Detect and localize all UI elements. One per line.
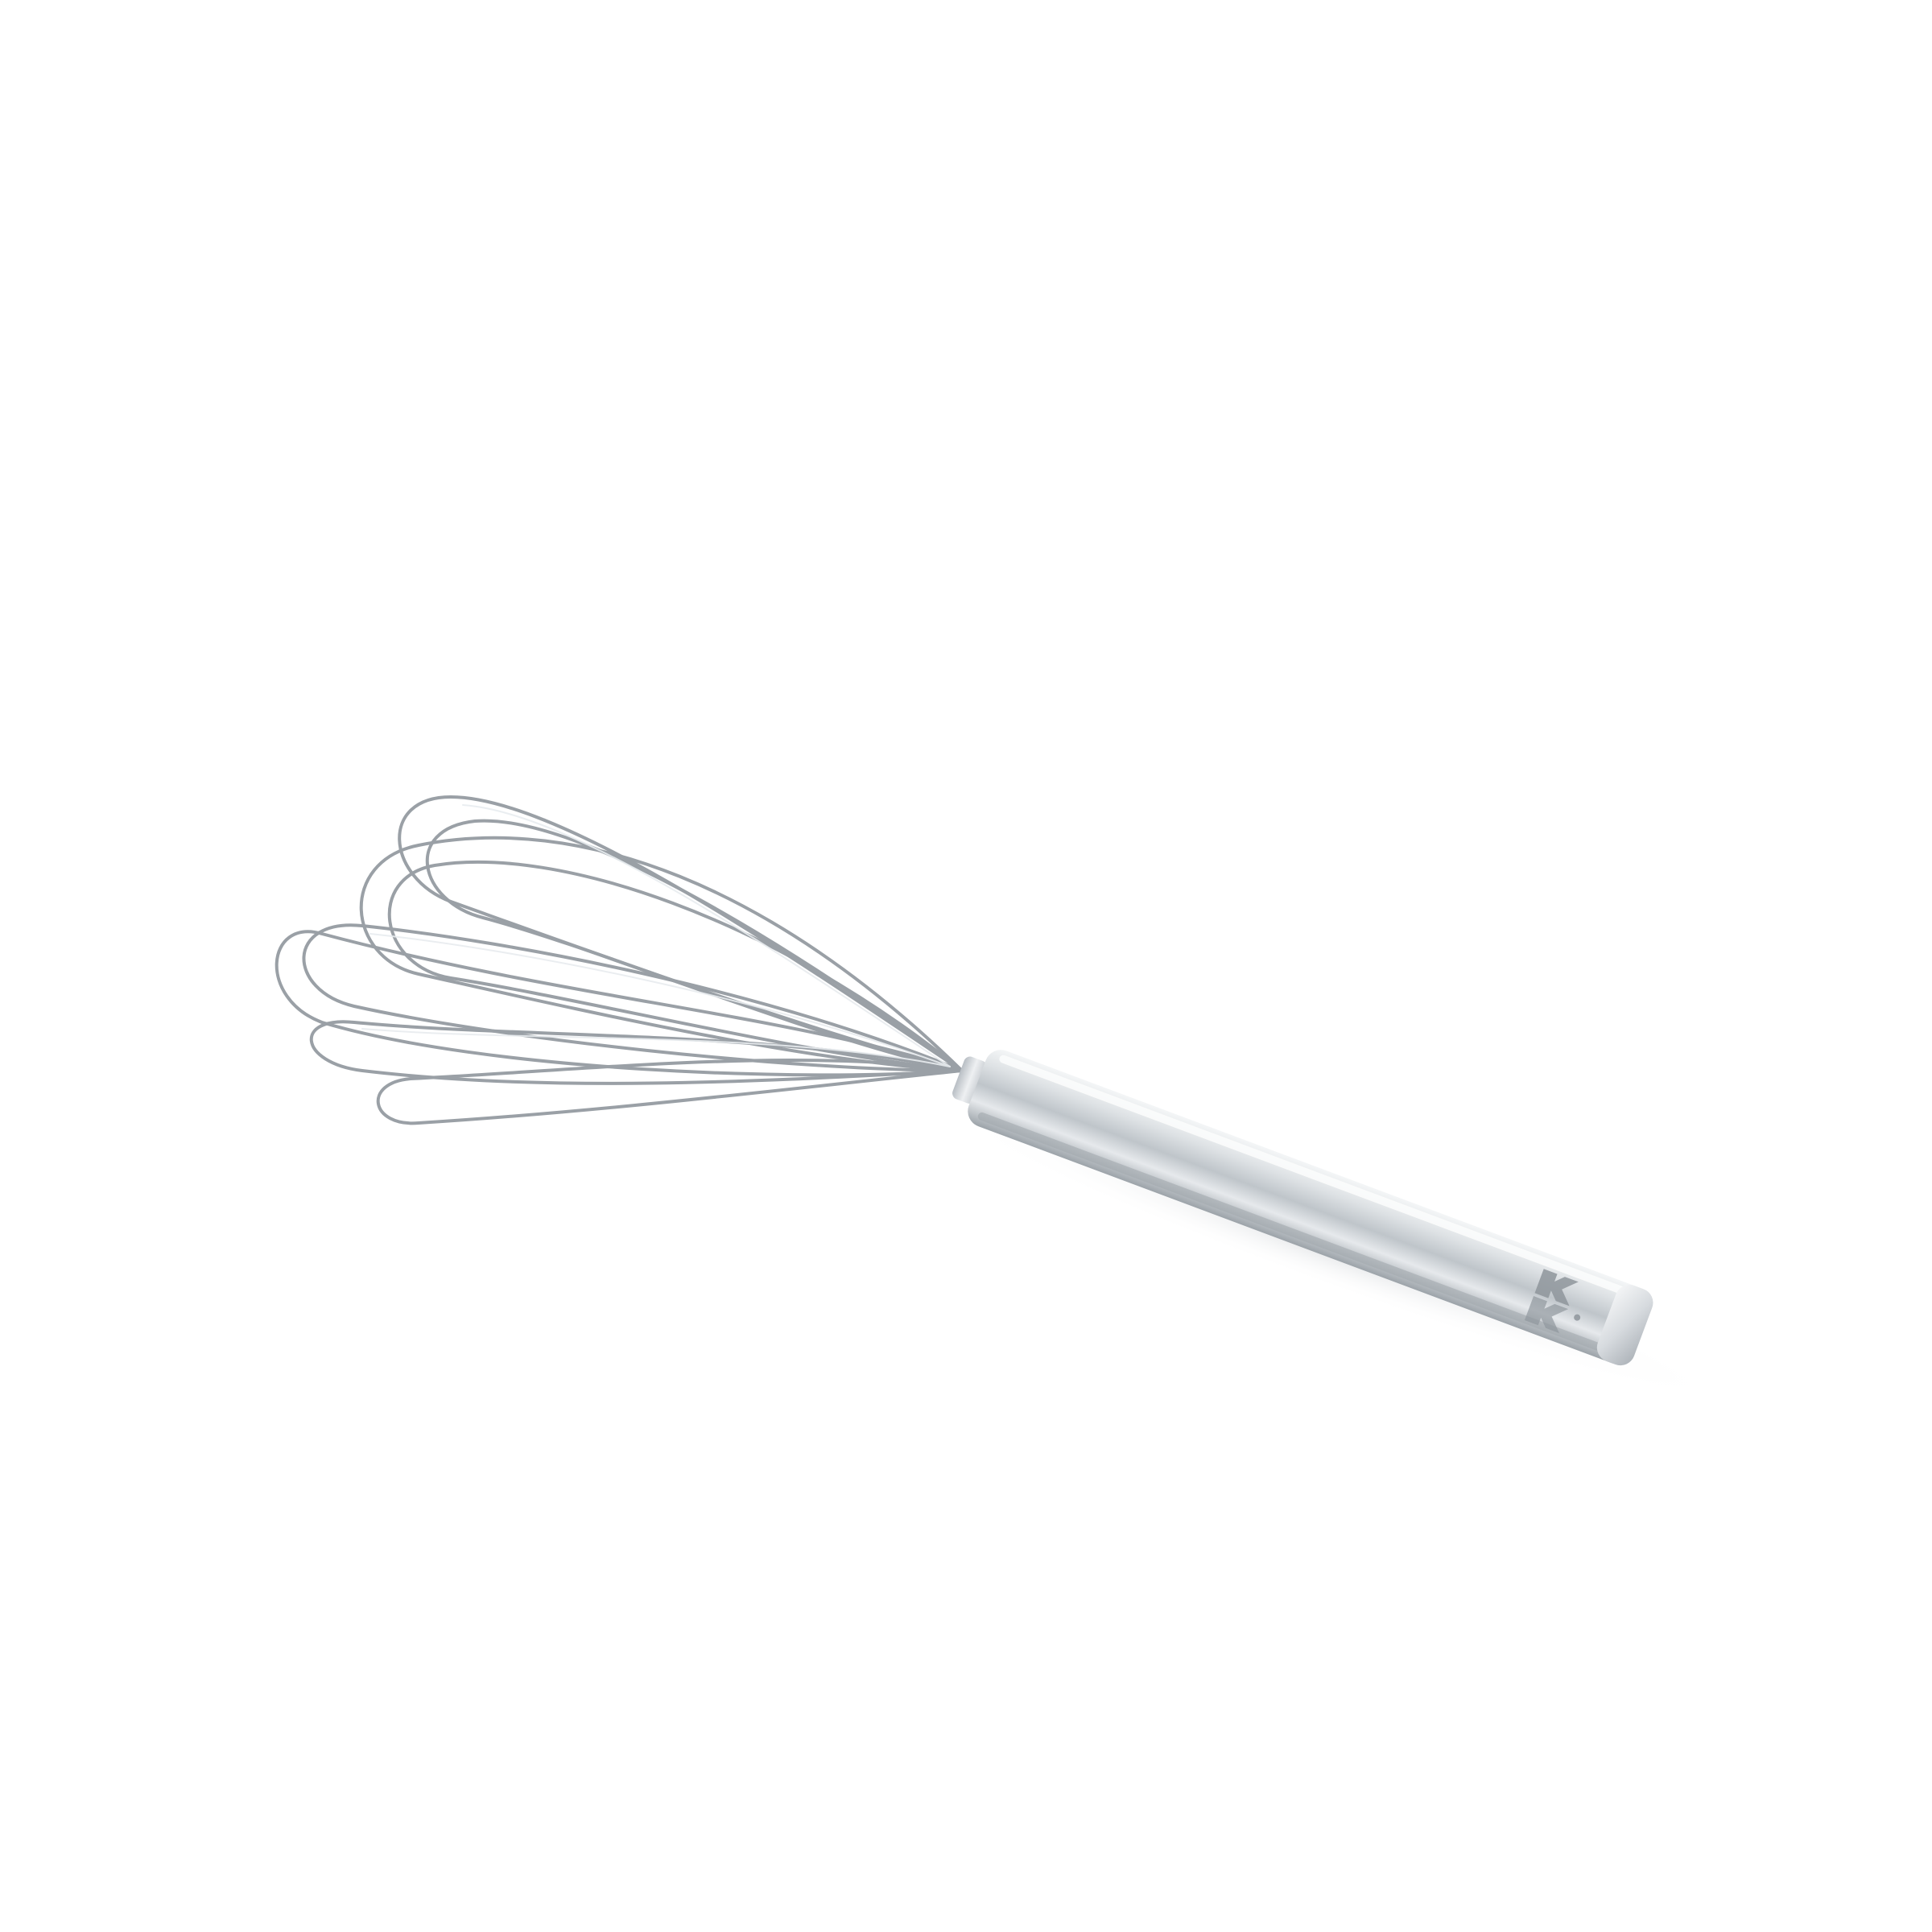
handle-bar [968, 1050, 1651, 1364]
handle-ferrule [952, 1056, 988, 1104]
whisk-handle [952, 1050, 1653, 1366]
brand-logo-icon [1524, 1269, 1581, 1334]
wire-loop-5 [302, 923, 964, 1072]
wire-loop-6 [309, 1020, 964, 1085]
whisk-wires [275, 795, 964, 1125]
wire-loop-7 [275, 930, 964, 1077]
wire-loop-2 [425, 819, 964, 1072]
wire-loop-4 [359, 836, 964, 1072]
wire-loop-3 [387, 860, 964, 1072]
wire-loop-8 [376, 1059, 964, 1125]
wire-highlights [361, 804, 951, 1067]
handle-end-cap [1596, 1285, 1653, 1366]
